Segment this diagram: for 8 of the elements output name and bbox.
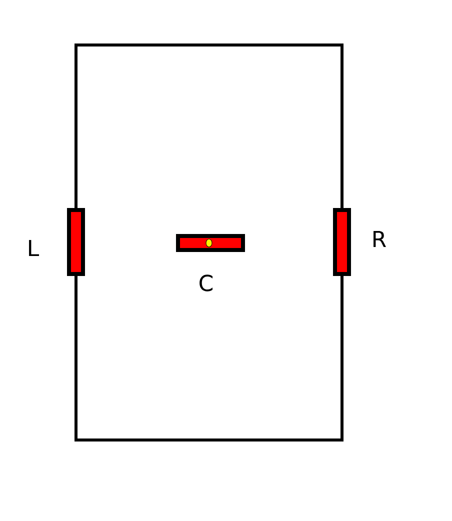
component-symbol: [176, 234, 245, 252]
wire: [74, 276, 344, 442]
component-label: L: [29, 240, 39, 256]
component-label: C: [200, 274, 212, 292]
component-symbol: [67, 208, 85, 276]
component-symbol: [333, 208, 351, 276]
wire: [74, 44, 344, 208]
component-label: R: [374, 230, 386, 248]
